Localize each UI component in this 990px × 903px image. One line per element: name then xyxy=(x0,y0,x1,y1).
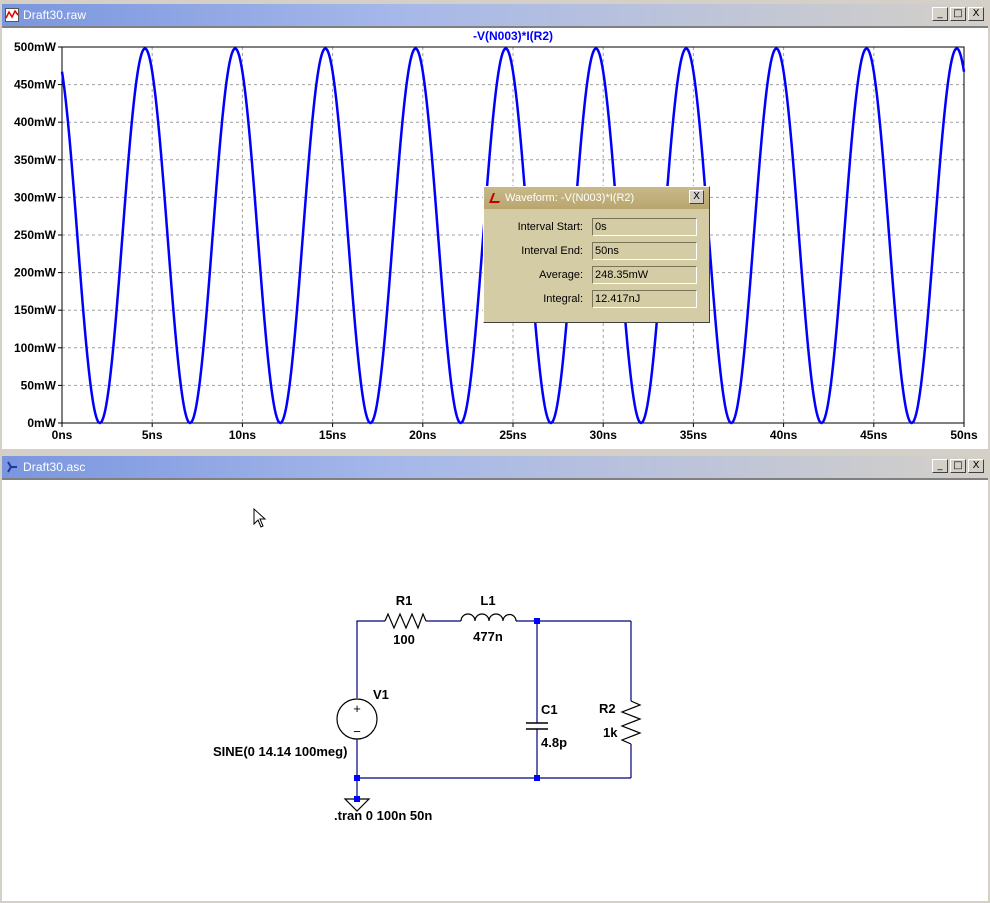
r2-resistor xyxy=(620,700,642,745)
y-tick-label: 450mW xyxy=(14,78,57,92)
r1-name: R1 xyxy=(396,593,413,608)
waveform-title-bar[interactable]: Draft30.raw _ □ X xyxy=(2,4,988,26)
l1-value: 477n xyxy=(473,629,503,644)
v1-name: V1 xyxy=(373,687,389,702)
y-tick-label: 100mW xyxy=(14,341,57,355)
interval-start-label: Interval Start: xyxy=(517,221,583,233)
x-tick-label: 10ns xyxy=(229,428,257,442)
x-tick-label: 45ns xyxy=(860,428,888,442)
l1-name: L1 xyxy=(480,593,495,608)
interval-end-label: Interval End: xyxy=(521,245,583,257)
l1-inductor xyxy=(460,613,517,622)
mouse-cursor-icon xyxy=(253,508,267,528)
close-button[interactable]: X xyxy=(968,459,984,473)
y-tick-label: 150mW xyxy=(14,303,57,317)
y-tick-label: 350mW xyxy=(14,153,57,167)
c1-value: 4.8p xyxy=(541,735,567,750)
v1-minus: − xyxy=(353,724,361,739)
y-tick-label: 300mW xyxy=(14,190,57,204)
waveform-app-icon xyxy=(5,8,19,22)
dialog-title: Waveform: -V(N003)*I(R2) xyxy=(505,192,635,204)
minimize-button[interactable]: _ xyxy=(932,7,948,21)
ltspice-logo-icon xyxy=(487,192,501,204)
r1-value: 100 xyxy=(393,632,415,647)
schematic-window: Draft30.asc _ □ X xyxy=(0,454,990,903)
dialog-title-bar[interactable]: Waveform: -V(N003)*I(R2) xyxy=(484,187,709,209)
r2-value: 1k xyxy=(603,725,618,740)
spice-directive: .tran 0 100n 50n xyxy=(334,808,432,823)
y-tick-label: 0mW xyxy=(27,416,56,430)
integral-label: Integral: xyxy=(543,293,583,305)
x-tick-label: 35ns xyxy=(680,428,708,442)
interval-start-row: Interval Start: 0s xyxy=(484,218,711,238)
average-label: Average: xyxy=(539,269,583,281)
x-tick-label: 0ns xyxy=(52,428,73,442)
schematic-title-bar[interactable]: Draft30.asc _ □ X xyxy=(2,456,988,478)
x-tick-label: 30ns xyxy=(590,428,618,442)
x-tick-label: 25ns xyxy=(499,428,527,442)
schematic-window-title: Draft30.asc xyxy=(23,460,86,474)
x-tick-label: 20ns xyxy=(409,428,437,442)
junction-nodes xyxy=(354,618,540,802)
maximize-button[interactable]: □ xyxy=(950,459,966,473)
maximize-button[interactable]: □ xyxy=(950,7,966,21)
dialog-close-button[interactable]: X xyxy=(689,190,704,204)
v1-source xyxy=(336,698,378,740)
interval-end-row: Interval End: 50ns xyxy=(484,242,711,262)
integral-field[interactable]: 12.417nJ xyxy=(592,290,697,308)
chart-title: -V(N003)*I(R2) xyxy=(473,29,553,43)
schematic-drawing[interactable]: + − R1 100 L1 477n C1 4.8p R2 1k V1 xyxy=(2,480,988,903)
average-field[interactable]: 248.35mW xyxy=(592,266,697,284)
integral-row: Integral: 12.417nJ xyxy=(484,290,711,310)
wire-top-left xyxy=(356,620,385,698)
wires xyxy=(356,620,632,799)
waveform-measure-dialog: Waveform: -V(N003)*I(R2) X Interval Star… xyxy=(483,186,710,323)
node xyxy=(534,618,540,624)
x-tick-label: 15ns xyxy=(319,428,347,442)
x-tick-label: 40ns xyxy=(770,428,798,442)
node xyxy=(354,796,360,802)
x-tick-label: 50ns xyxy=(950,428,978,442)
schematic-canvas[interactable]: + − R1 100 L1 477n C1 4.8p R2 1k V1 xyxy=(2,478,988,901)
v1-plus: + xyxy=(353,701,361,716)
r1-resistor xyxy=(384,612,427,630)
r2-name: R2 xyxy=(599,701,616,716)
average-row: Average: 248.35mW xyxy=(484,266,711,286)
y-tick-label: 200mW xyxy=(14,266,57,280)
node xyxy=(534,775,540,781)
node xyxy=(354,775,360,781)
v1-value: SINE(0 14.14 100meg) xyxy=(213,744,347,759)
c1-name: C1 xyxy=(541,702,558,717)
waveform-window-title: Draft30.raw xyxy=(23,8,87,22)
y-tick-label: 500mW xyxy=(14,40,57,54)
x-tick-label: 5ns xyxy=(142,428,163,442)
y-tick-label: 50mW xyxy=(21,378,57,392)
y-tick-label: 250mW xyxy=(14,228,57,242)
y-tick-label: 400mW xyxy=(14,115,57,129)
close-button[interactable]: X xyxy=(968,7,984,21)
interval-start-field[interactable]: 0s xyxy=(592,218,697,236)
minimize-button[interactable]: _ xyxy=(932,459,948,473)
schematic-app-icon xyxy=(5,460,19,474)
interval-end-field[interactable]: 50ns xyxy=(592,242,697,260)
series-line xyxy=(60,47,966,425)
